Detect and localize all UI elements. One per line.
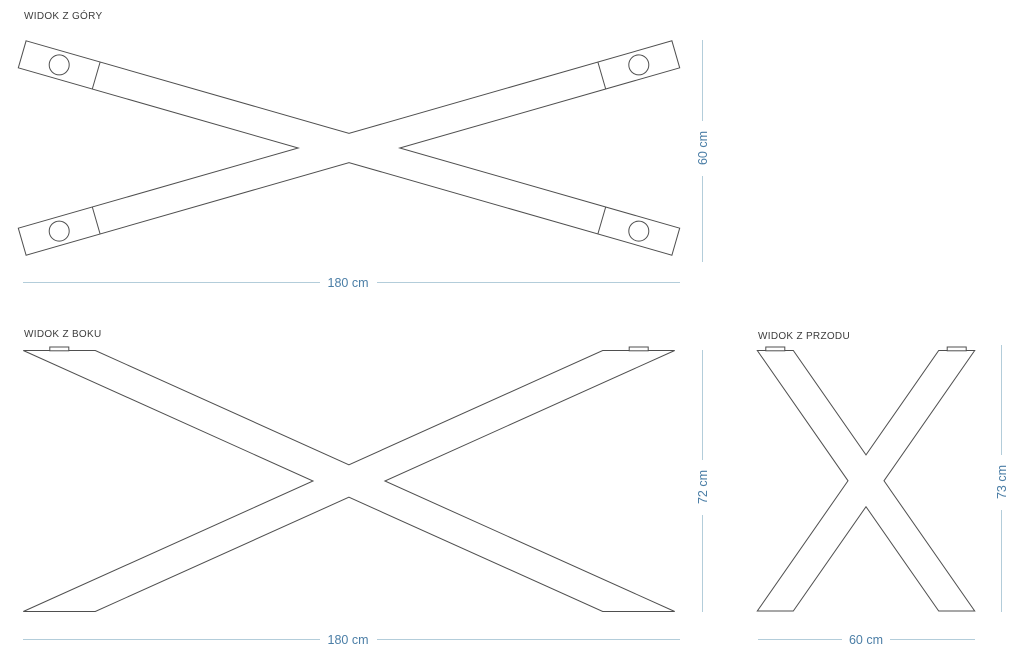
top-view-height-dim-label: 60 cm bbox=[696, 130, 710, 166]
dimension-lines bbox=[23, 40, 1002, 640]
front-view-height-dim-label: 73 cm bbox=[995, 464, 1009, 500]
side-view-width-dim-label: 180 cm bbox=[327, 633, 369, 647]
top-view-plate-weld-line bbox=[91, 61, 101, 90]
top-view-title: WIDOK Z GÓRY bbox=[24, 11, 103, 22]
front-view-mount-tab bbox=[946, 346, 967, 352]
side-view-x-outline bbox=[23, 350, 675, 612]
top-view-bolt-hole bbox=[628, 220, 650, 242]
side-view-height-dim-label: 72 cm bbox=[696, 469, 710, 505]
top-view-plate-weld-line bbox=[597, 61, 607, 90]
side-view-drawing bbox=[23, 346, 675, 612]
top-view-width-dim-label: 180 cm bbox=[327, 276, 369, 290]
front-view-width-dim-label: 60 cm bbox=[848, 633, 884, 647]
front-view-title: WIDOK Z PRZODU bbox=[758, 331, 850, 342]
front-view-x-outline bbox=[756, 350, 976, 612]
front-view-mount-tab bbox=[765, 346, 786, 352]
top-view-plate-weld-line bbox=[91, 206, 101, 235]
side-view-mount-tab bbox=[49, 346, 70, 352]
top-view-bolt-hole bbox=[48, 54, 70, 76]
side-view-title: WIDOK Z BOKU bbox=[24, 329, 102, 340]
front-view-drawing bbox=[756, 346, 976, 612]
top-view-plate-weld-line bbox=[597, 206, 607, 235]
top-view-bolt-hole bbox=[628, 54, 650, 76]
side-view-mount-tab bbox=[628, 346, 649, 352]
top-view-bolt-hole bbox=[48, 220, 70, 242]
top-view-drawing bbox=[17, 40, 681, 256]
top-view-x-outline bbox=[17, 40, 681, 256]
